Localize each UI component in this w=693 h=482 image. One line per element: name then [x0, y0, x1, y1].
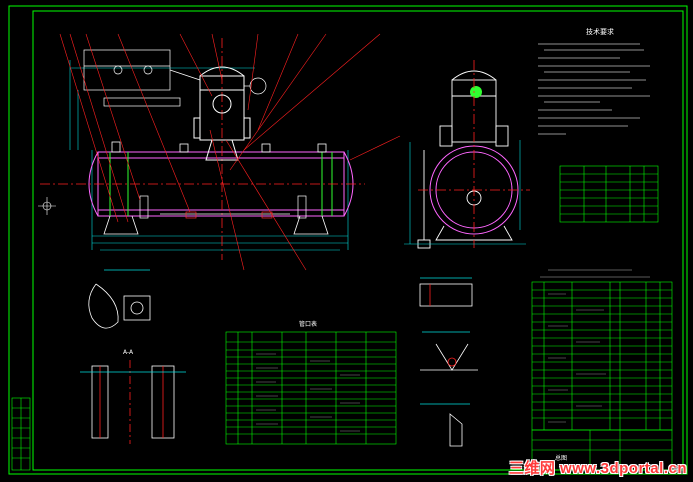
vessel-shell [88, 151, 354, 217]
section-label: A-A [123, 349, 134, 356]
watermark: 三维网 www.3dportal.cn [508, 460, 687, 477]
vessel-centerline [40, 38, 365, 260]
section-a-a [80, 360, 186, 444]
weld-details [419, 277, 478, 447]
nozzle-table: 管口表 [225, 320, 397, 445]
side-view-sight-glass [470, 86, 482, 98]
vessel-dome [193, 66, 251, 161]
reference-crosshair [38, 197, 56, 215]
vessel-saddles [103, 215, 329, 235]
title-block: 总图 [531, 429, 673, 471]
top-nozzles [111, 141, 327, 153]
detail-fitting [88, 269, 151, 329]
technical-requirements: 技术要求 [538, 27, 650, 135]
top-piping [83, 49, 267, 107]
nozzle-table-title: 管口表 [299, 320, 317, 328]
vessel-side-view [404, 60, 530, 249]
main-vessel-front-view [38, 33, 401, 271]
revision-strip [11, 397, 31, 471]
drawing-frame [8, 5, 688, 475]
sheet-name: 总图 [555, 454, 567, 462]
design-data-table [559, 165, 659, 223]
tech-requirements-title: 技术要求 [586, 27, 614, 36]
detail-views-left: A-A [80, 269, 186, 444]
front-view-leaders [59, 33, 401, 271]
bill-of-materials [531, 269, 673, 431]
